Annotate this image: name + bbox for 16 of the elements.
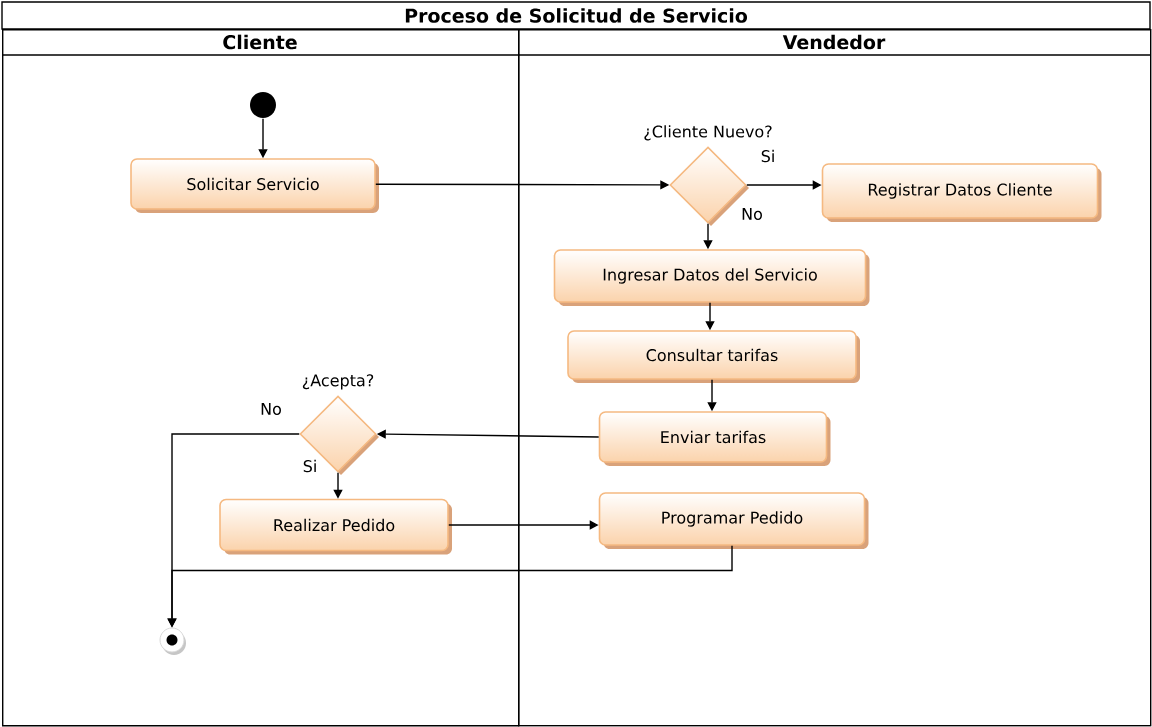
action-box: Solicitar Servicio bbox=[130, 158, 379, 213]
edge-label: Si bbox=[301, 458, 319, 474]
action-box: Programar Pedido bbox=[598, 492, 869, 549]
title-bar: Proceso de Solicitud de Servicio bbox=[1, 1, 1151, 30]
start-node bbox=[250, 92, 276, 118]
edge-label: No bbox=[259, 402, 283, 416]
action-box: Ingresar Datos del Servicio bbox=[553, 249, 870, 306]
end-node bbox=[159, 627, 186, 655]
action-box: Registrar Datos Cliente bbox=[821, 163, 1102, 222]
node-label: ¿Acepta? bbox=[302, 374, 374, 390]
action-box: Consultar tarifas bbox=[567, 330, 860, 383]
edge-label: No bbox=[740, 207, 764, 221]
action-box: Realizar Pedido bbox=[219, 498, 452, 555]
action-box: Enviar tarifas bbox=[598, 411, 831, 466]
edge-label: Si bbox=[759, 148, 777, 164]
node-label: ¿Cliente Nuevo? bbox=[644, 125, 772, 141]
